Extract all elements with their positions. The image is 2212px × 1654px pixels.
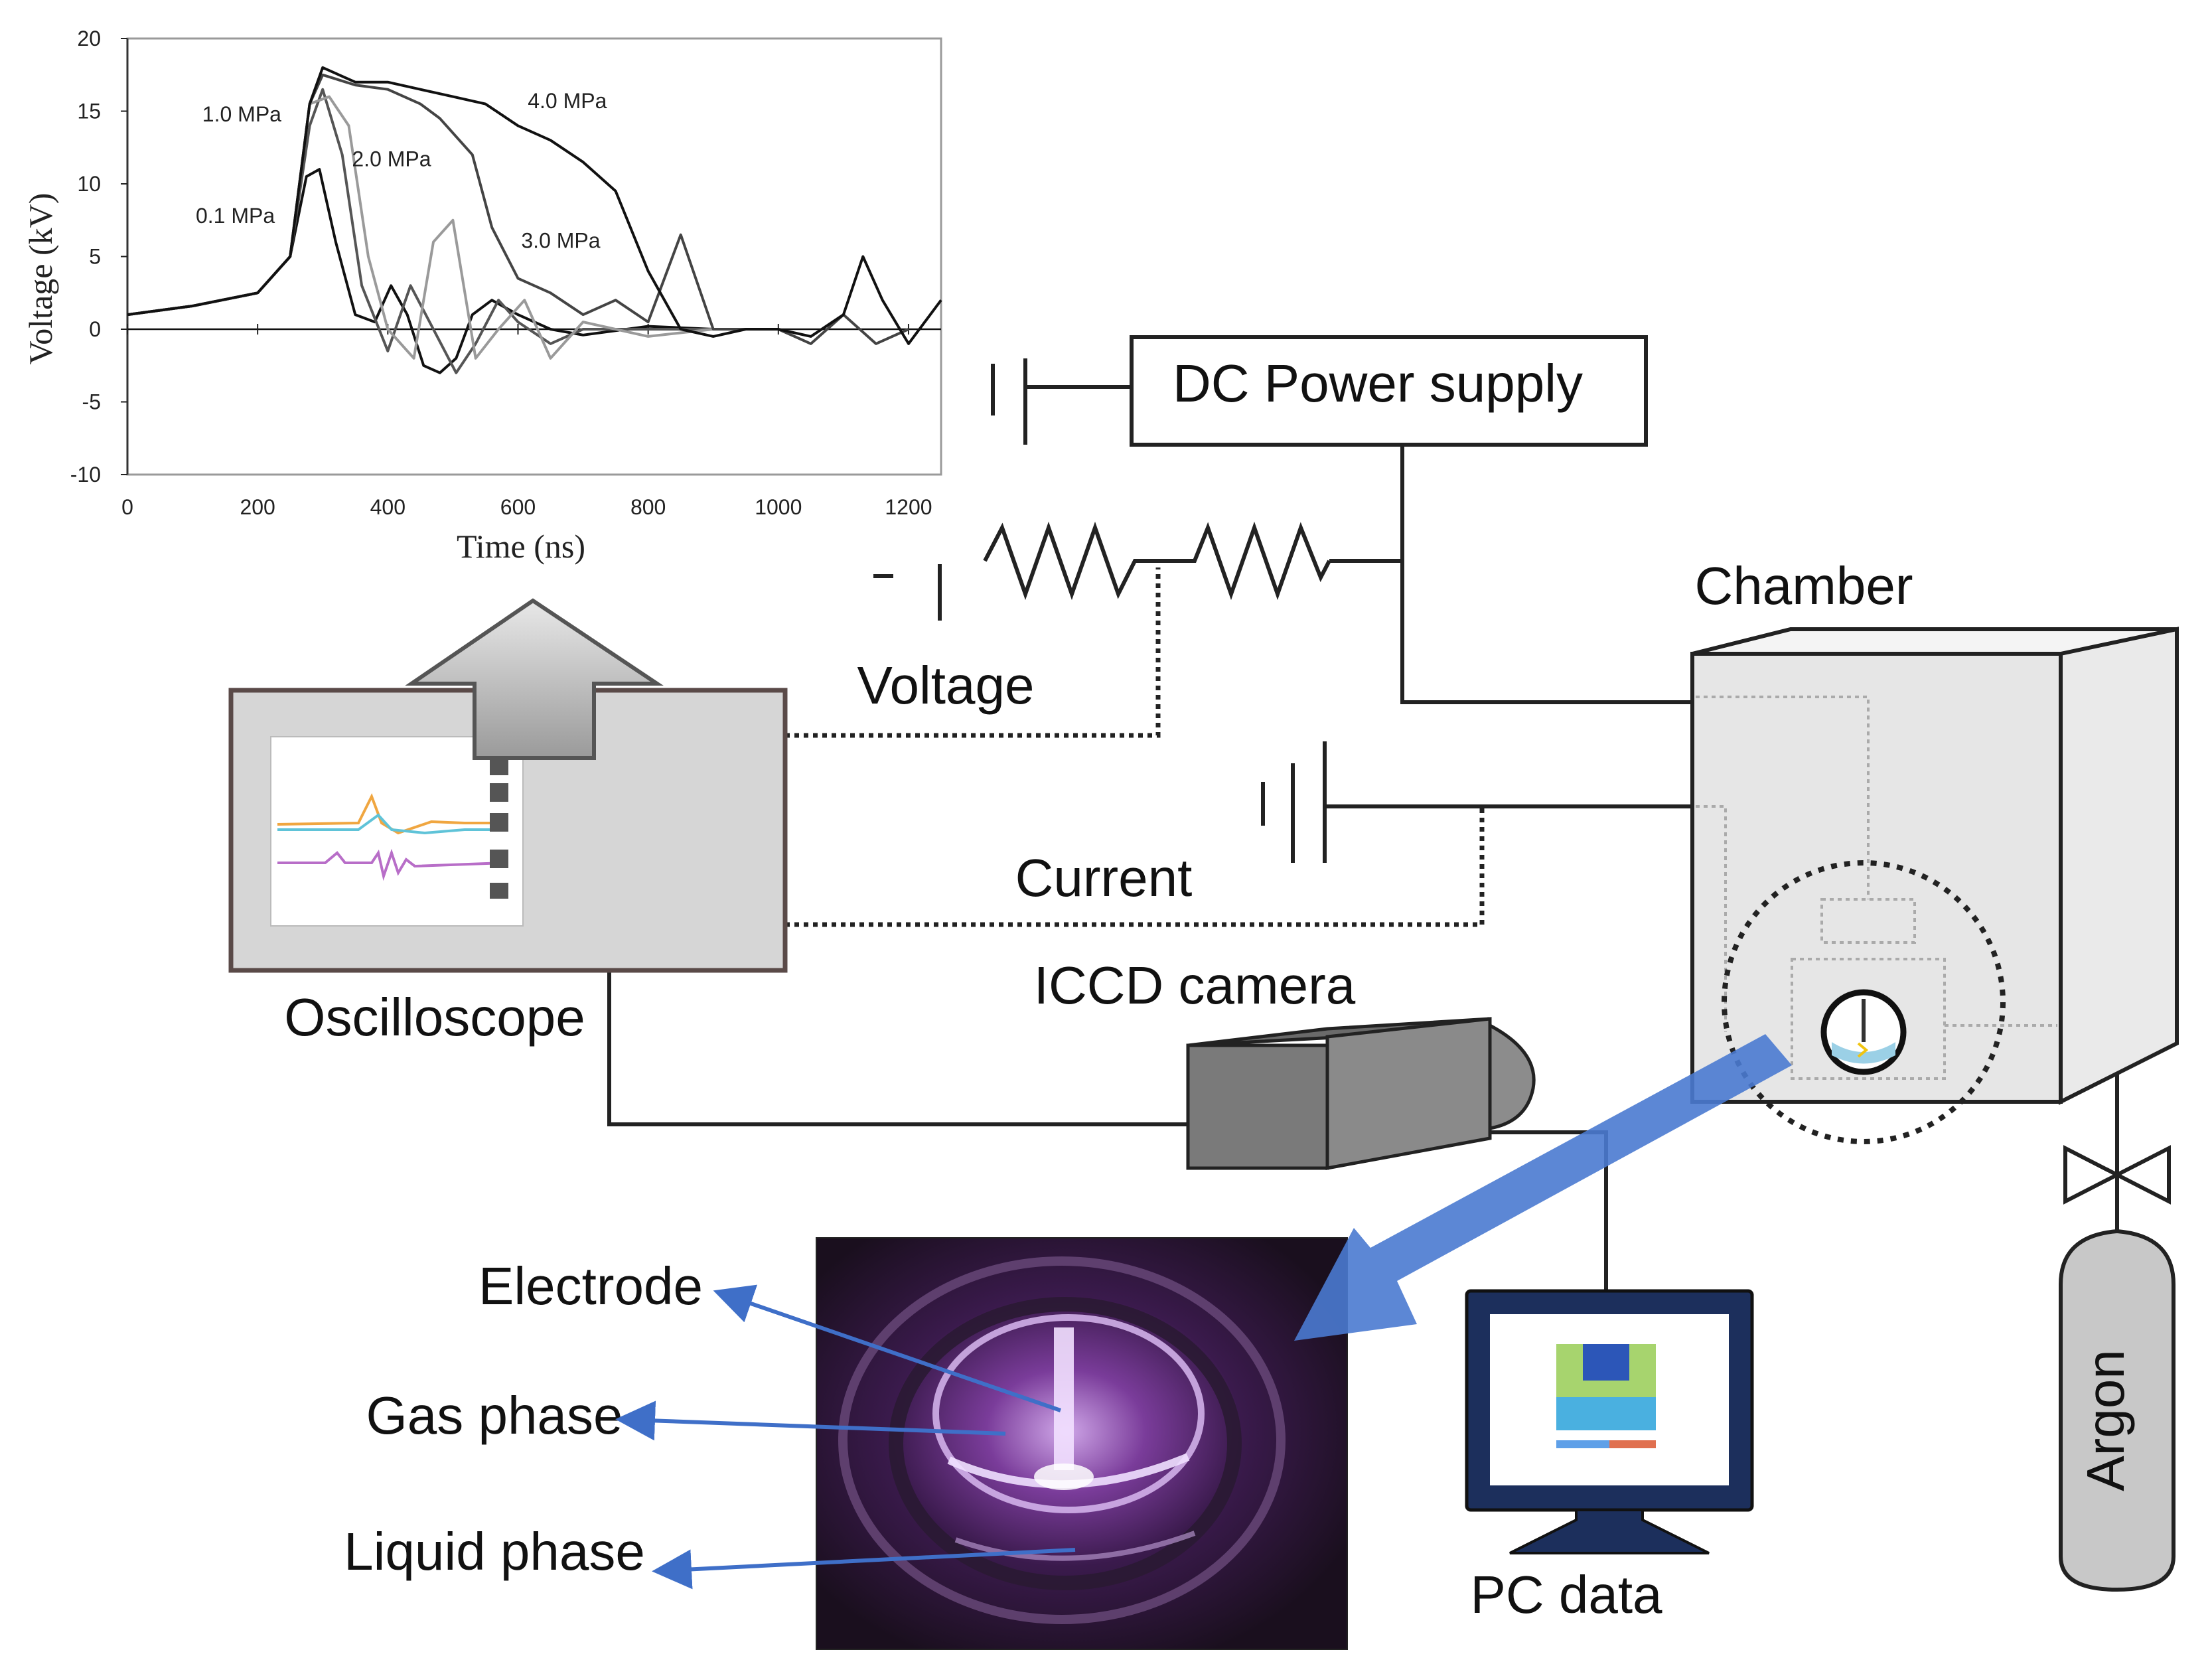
liquid-phase-pointer	[652, 1548, 1076, 1590]
y-tick-label: 5	[89, 245, 101, 269]
current-label: Current	[1015, 848, 1193, 907]
chart-x-label: Time (ns)	[457, 528, 585, 565]
voltage-time-chart: 0 200 400 600 800 1000 1200 20 15 10 5 0 -5 -10 0.1 M…	[22, 27, 942, 565]
x-tick-label: 200	[240, 495, 275, 519]
supply-to-chamber-wire	[1400, 445, 1699, 704]
x-tick-label: 400	[370, 495, 406, 519]
oscilloscope-buttons	[490, 757, 508, 899]
y-tick-label: -5	[82, 390, 101, 414]
y-tick-label: 10	[77, 172, 101, 196]
series-label: 0.1 MPa	[196, 204, 275, 228]
scope-to-camera-wire	[607, 970, 1188, 1126]
liquid-phase-label: Liquid phase	[344, 1522, 645, 1581]
gas-cylinder	[2059, 1229, 2175, 1592]
oscilloscope: Oscilloscope	[228, 598, 788, 1047]
gas-phase-label: Gas phase	[366, 1386, 623, 1445]
x-tick-label: 600	[500, 495, 536, 519]
voltage-label: Voltage	[857, 656, 1035, 715]
photo-annotations: Electrode Gas phase Liquid phase	[344, 1256, 1076, 1590]
electrode-label: Electrode	[479, 1256, 703, 1316]
argon-label: Argon	[2076, 1349, 2135, 1491]
zoom-arrow-icon	[1294, 1034, 1792, 1341]
zoom-circle	[1722, 860, 2006, 1144]
camera-lens	[1488, 1022, 1536, 1130]
series-line	[127, 168, 778, 374]
iccd-camera-label: ICCD camera	[1034, 956, 1356, 1015]
dc-power-supply	[1130, 335, 1648, 447]
discharge-photo	[816, 1237, 1348, 1650]
chamber-label: Chamber	[1694, 556, 1913, 615]
y-tick-label: -10	[70, 463, 101, 487]
chamber: Chamber	[1690, 556, 2179, 1144]
chart-series-labels: 0.1 MPa 1.0 MPa 2.0 MPa 3.0 MPa 4.0 MPa	[196, 89, 607, 252]
x-tick-label: 1000	[755, 495, 802, 519]
pc-stand	[1509, 1509, 1710, 1554]
oscilloscope-label: Oscilloscope	[284, 988, 585, 1047]
dc-power-supply-label: DC Power supply	[1173, 354, 1583, 413]
voltage-probe-wire	[785, 567, 1161, 738]
x-tick-label: 800	[630, 495, 666, 519]
x-tick-label: 0	[121, 495, 133, 519]
electrode-pointer	[713, 1284, 1061, 1412]
chart-series	[127, 66, 942, 374]
gas-phase-pointer	[615, 1400, 1006, 1441]
series-label: 3.0 MPa	[521, 228, 600, 252]
pc-data-label: PC data	[1470, 1565, 1662, 1624]
resistor-chain	[983, 521, 1331, 601]
x-tick-label: 1200	[885, 495, 932, 519]
pc: PC data	[1465, 1289, 1754, 1624]
chart-ticks: 0 200 400 600 800 1000 1200 20 15 10 5 0 -5 -10	[70, 27, 932, 519]
chart-y-label: Voltage (kV)	[22, 193, 59, 365]
series-label: 4.0 MPa	[528, 89, 607, 113]
y-tick-label: 20	[77, 27, 101, 50]
iccd-camera: ICCD camera	[1034, 956, 1536, 1171]
series-line	[127, 66, 942, 345]
oscilloscope-traces	[277, 793, 505, 881]
argon-cylinder: Argon	[2059, 1145, 2175, 1592]
y-tick-label: 15	[77, 100, 101, 123]
chart-plot-frame	[126, 37, 942, 476]
series-label: 2.0 MPa	[352, 147, 431, 171]
upload-arrow-icon	[405, 598, 664, 760]
series-label: 1.0 MPa	[202, 102, 281, 126]
current-probe-wire	[785, 806, 1485, 927]
y-tick-label: 0	[89, 317, 101, 341]
probe-wires	[785, 567, 1485, 927]
camera-body	[1186, 1043, 1329, 1170]
